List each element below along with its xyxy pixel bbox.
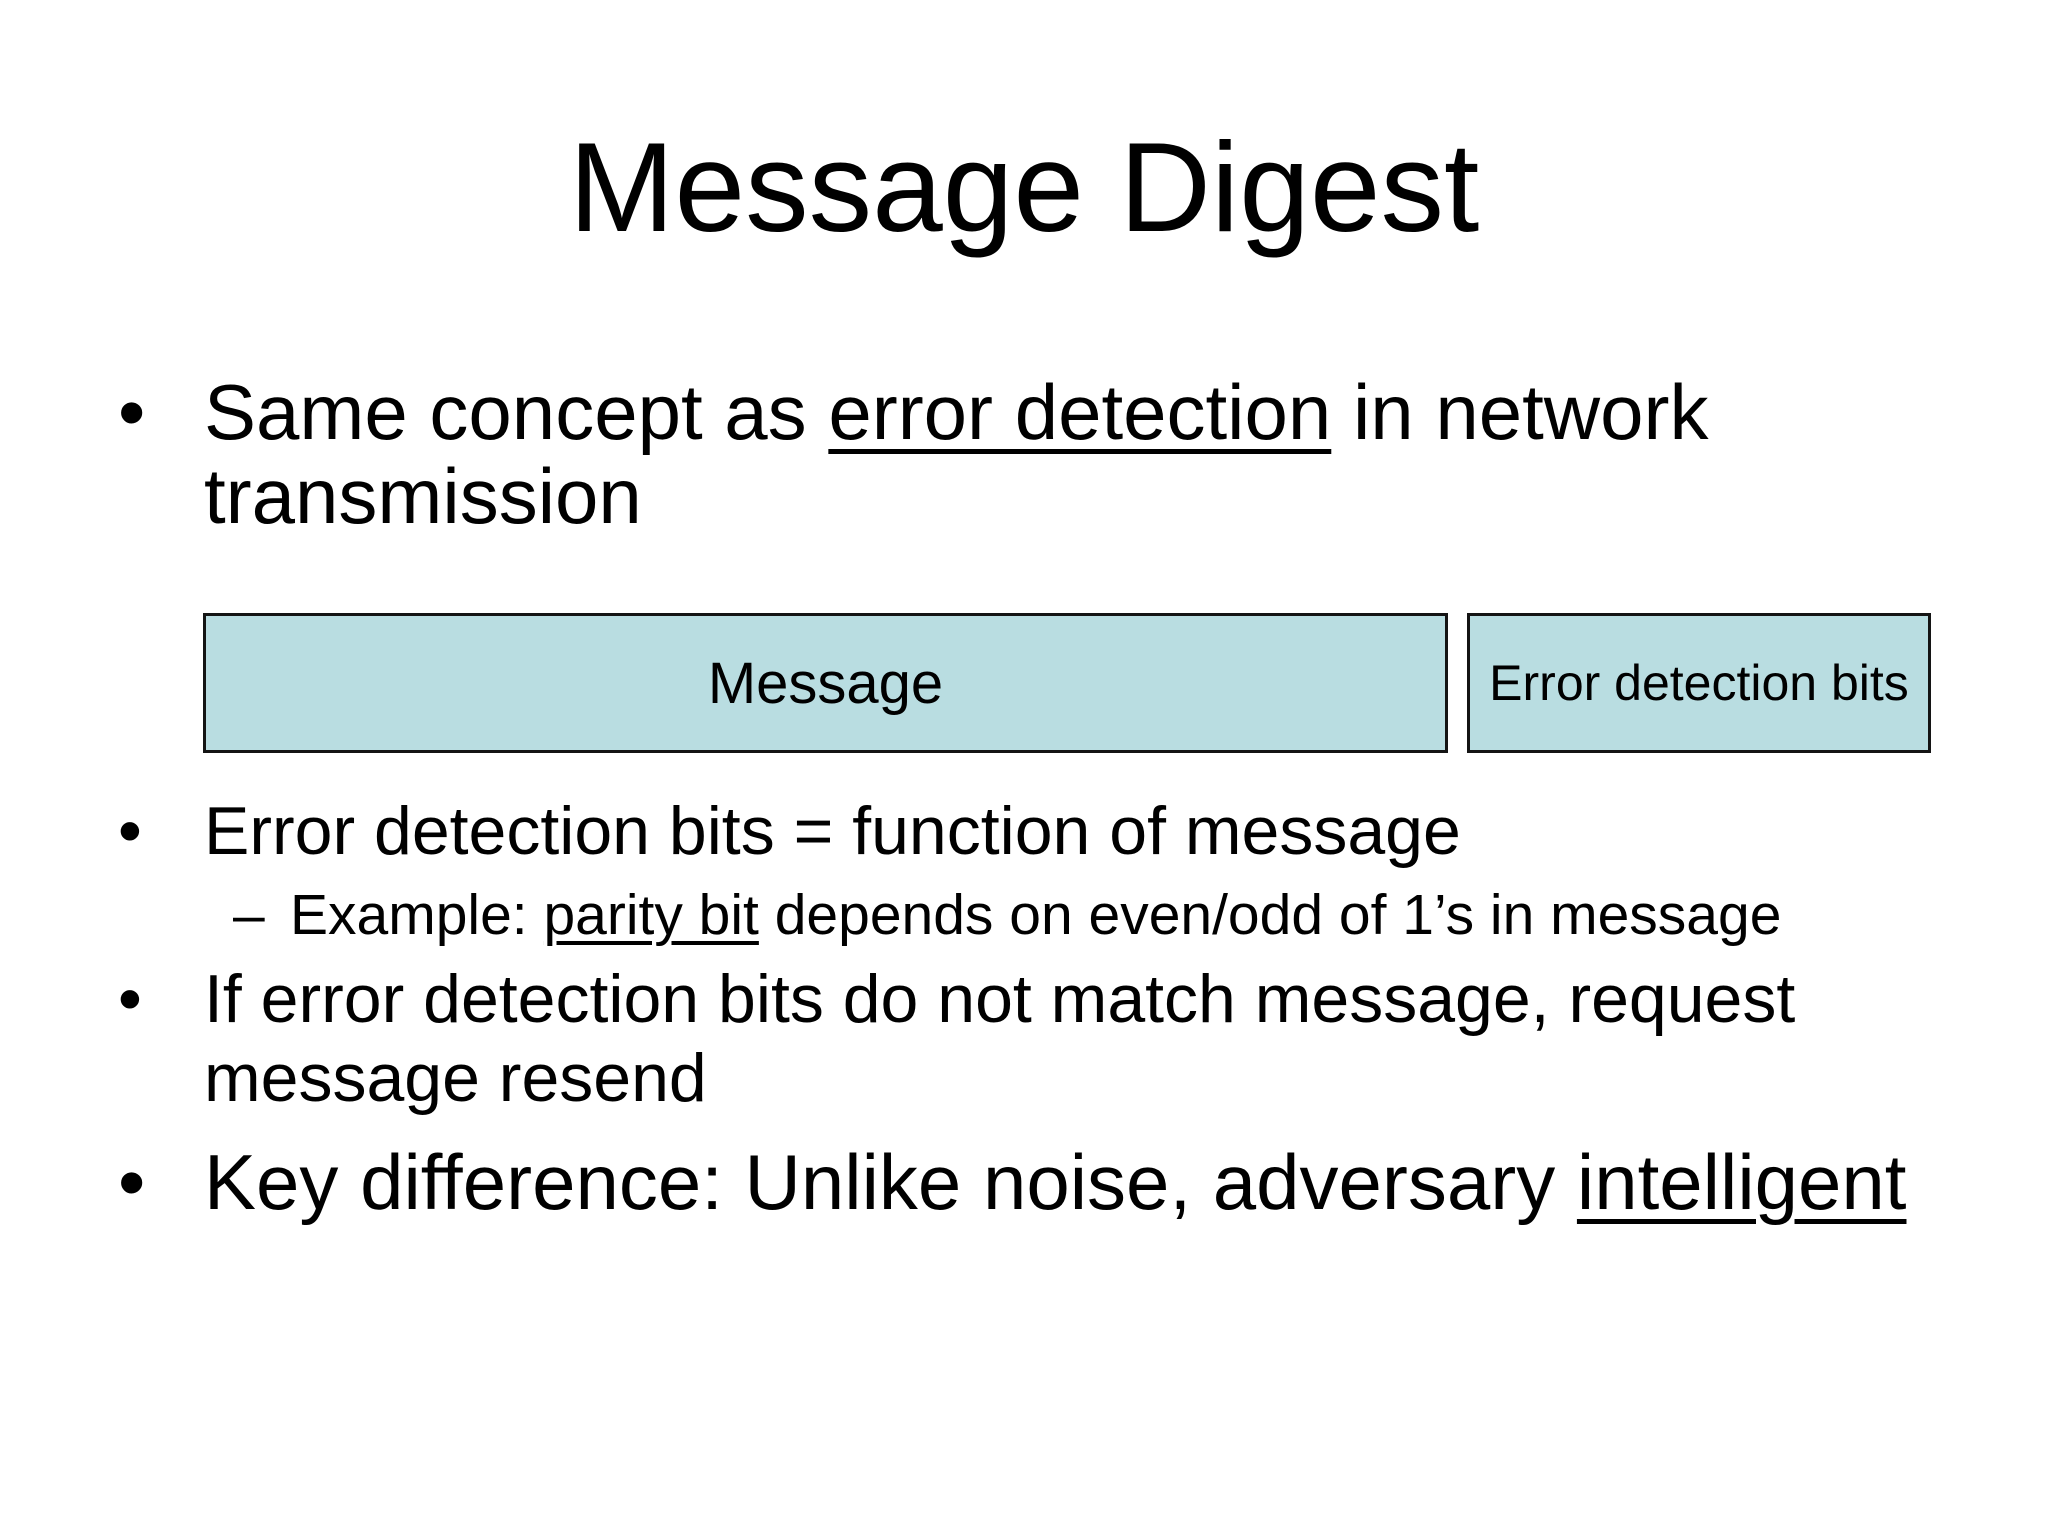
bullet-dot-icon: • bbox=[118, 368, 146, 456]
bullet-text-pre: Same concept as bbox=[204, 368, 829, 456]
sub-bullet-text: Example: parity bit depends on even/odd … bbox=[290, 884, 2010, 946]
underlined-error-detection: error detection bbox=[828, 368, 1332, 456]
sub-bullet-parity-example: – Example: parity bit depends on even/od… bbox=[233, 884, 2010, 946]
bullet-text: If error detection bits do not match mes… bbox=[204, 961, 1815, 1116]
underlined-parity-bit: parity bit bbox=[543, 883, 759, 947]
bullet-text: Key difference: Unlike noise, adversary … bbox=[204, 1140, 2034, 1224]
bullet-dot-icon: • bbox=[118, 961, 142, 1037]
error-detection-bits-box: Error detection bits bbox=[1467, 613, 1931, 753]
underlined-intelligent: intelligent bbox=[1576, 1138, 1907, 1226]
message-box-label: Message bbox=[707, 650, 944, 716]
bullet-text-post: in network transmission bbox=[204, 368, 1731, 540]
bullet-dot-icon: • bbox=[118, 1138, 146, 1226]
bullet-text: Error detection bits = function of messa… bbox=[204, 793, 1461, 869]
sub-bullet-text-pre: Example: bbox=[290, 883, 544, 947]
bullet-same-concept: • Same concept as error detection in net… bbox=[95, 370, 1804, 538]
bullet-key-difference: • Key difference: Unlike noise, adversar… bbox=[95, 1140, 2034, 1224]
bullet-no-match-resend: • If error detection bits do not match m… bbox=[95, 960, 1904, 1118]
sub-bullet-text-post: depends on even/odd of 1’s in message bbox=[758, 883, 1782, 947]
error-detection-bits-label: Error detection bits bbox=[1489, 655, 1909, 711]
slide-title: Message Digest bbox=[568, 116, 1480, 258]
bullet-text: Same concept as error detection in netwo… bbox=[204, 370, 1804, 538]
bullet-text-pre: Key difference: Unlike noise, adversary bbox=[204, 1138, 1577, 1226]
dash-bullet-icon: – bbox=[233, 883, 265, 947]
bullet-error-detection-function: • Error detection bits = function of mes… bbox=[95, 794, 1964, 868]
bullet-dot-icon: • bbox=[118, 793, 142, 869]
message-box: Message bbox=[203, 613, 1448, 753]
